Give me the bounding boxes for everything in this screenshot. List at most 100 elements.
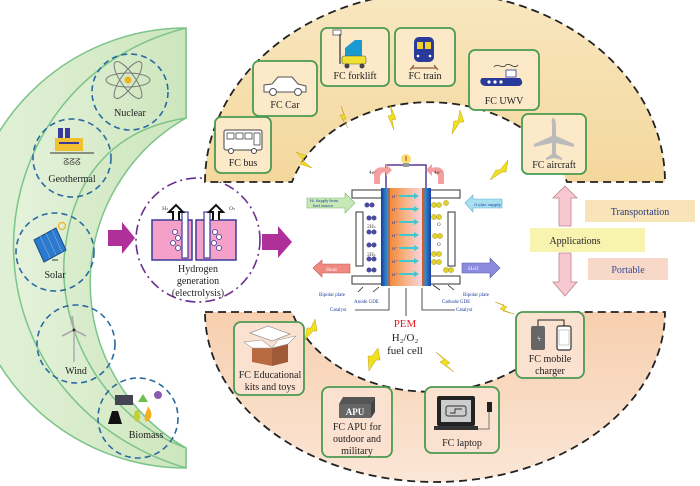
electron-label-right: 4e⁻ — [434, 170, 443, 176]
catalyst-left-label: Catalyst — [330, 308, 347, 313]
electrolysis-unit: H₂ O₂ Hydrogen generation (electrolysis) — [135, 177, 261, 303]
proton-label: H⁺ — [392, 233, 398, 238]
cathode-gde-label: Cathode GDE — [442, 300, 470, 305]
atom-icon — [105, 61, 151, 99]
electron-label-left: 4e⁻ — [369, 170, 378, 176]
app-label: FC APU for — [333, 422, 382, 433]
app-fc-forklift: FC forklift — [320, 27, 390, 87]
app-fc-uwv: FC UWV — [468, 49, 540, 111]
source-label: Biomass — [129, 430, 164, 441]
lightning-icon — [304, 318, 318, 341]
source-biomass: Biomass — [97, 377, 179, 459]
mobile-charger-icon: ϟ — [531, 319, 572, 351]
h2o-arrow — [461, 257, 501, 279]
app-label-line2: kits and toys — [245, 382, 296, 393]
portable-label: Portable — [611, 265, 645, 276]
h2-label: H₂ — [162, 206, 168, 212]
proton-arrow — [399, 206, 419, 212]
transportation-label: Transportation — [611, 207, 670, 218]
lightning-icon — [451, 109, 465, 135]
pem-membrane — [390, 188, 422, 286]
app-fc-apu: APU FC APU for outdoor and military — [321, 386, 393, 458]
cathode-gde — [422, 188, 431, 286]
lightning-icon — [367, 347, 381, 372]
source-geothermal: ᘔᘔᘔ Geothermal — [32, 118, 112, 198]
transportation-label-bg — [585, 200, 695, 222]
box-icon — [243, 325, 297, 366]
laptop-icon — [434, 396, 492, 430]
oxygen-label-2: O — [437, 242, 441, 248]
proton-label: H⁺ — [392, 246, 398, 251]
proton-arrow — [399, 271, 419, 277]
app-fc-bus: FC bus — [214, 116, 272, 174]
electron-arrow-right — [426, 164, 444, 184]
biomass-icon — [108, 391, 162, 424]
arrow-down-portable — [552, 252, 578, 297]
bipolar-plate-left-label: Bipolar plate — [319, 293, 346, 298]
proton-label: H⁺ — [392, 259, 398, 264]
light-bulb-icon — [401, 154, 411, 167]
lightning-icon — [387, 104, 397, 131]
app-label: FC mobile — [529, 354, 572, 365]
proton-arrow — [399, 258, 419, 264]
bus-icon — [223, 129, 263, 154]
solar-panel-icon — [33, 221, 67, 263]
arrow-up-transport — [552, 185, 578, 227]
lightning-icon — [494, 301, 515, 315]
o2-supply-arrow — [464, 194, 503, 213]
pem-title: PEM — [394, 318, 417, 330]
applications-label-bg — [530, 228, 645, 252]
applications-label: Applications — [549, 236, 600, 247]
app-label: FC Car — [270, 100, 300, 111]
proton-arrow — [399, 232, 419, 238]
anode-gde-label: Anode GDE — [354, 300, 379, 305]
lightning-icon — [489, 159, 509, 181]
app-label: FC forklift — [333, 71, 376, 82]
proton-label: H⁺ — [392, 272, 398, 277]
airplane-icon — [534, 118, 574, 160]
h2-molecule-label-2: 2H₂ — [367, 252, 376, 258]
app-label: FC train — [408, 71, 441, 82]
app-label-line2: outdoor and — [333, 434, 381, 445]
svg-text:ᘔᘔᘔ: ᘔᘔᘔ — [63, 158, 81, 168]
proton-arrow — [399, 219, 419, 225]
heat-label: Heat — [326, 267, 337, 273]
apu-badge: APU — [346, 407, 365, 417]
lightning-icon — [435, 351, 455, 373]
source-solar: Solar — [15, 212, 95, 292]
h2-molecule-label: 2H₂ — [367, 224, 376, 230]
app-label: FC bus — [229, 158, 258, 169]
h2-supply-label-2: fuel source — [313, 204, 333, 208]
fuel-cell-subtitle-2: fuel cell — [387, 345, 423, 357]
arrow-to-fuel-cell — [262, 226, 292, 258]
proton-arrow — [399, 193, 419, 199]
app-label-line2: charger — [535, 366, 565, 377]
electrolysis-title-2: generation — [177, 276, 219, 287]
source-label: Geothermal — [48, 174, 95, 185]
app-fc-train: FC train — [394, 27, 456, 87]
svg-text:ϟ: ϟ — [537, 336, 541, 343]
proton-arrow — [399, 245, 419, 251]
lightning-icon — [295, 151, 313, 169]
o2-label: O₂ — [229, 206, 235, 212]
app-label-line3: military — [341, 446, 373, 457]
app-label: FC aircraft — [532, 160, 576, 171]
applications-panel: Transportation Applications Portable — [530, 185, 695, 297]
catalyst-right-label: Catalyst — [456, 308, 473, 313]
app-fc-laptop: FC laptop — [424, 386, 500, 454]
bipolar-plate-right-label: Bipolar plate — [463, 293, 490, 298]
proton-label: H⁺ — [392, 194, 398, 199]
wind-turbine-icon — [61, 315, 87, 362]
train-icon — [409, 37, 439, 71]
electrolysis-title-3: (electrolysis) — [172, 288, 224, 299]
app-label: FC Educational — [239, 370, 302, 381]
source-nuclear: Nuclear — [91, 53, 169, 131]
factory-icon: ᘔᘔᘔ — [50, 128, 94, 168]
app-fc-mobile-charger: ϟ FC mobile charger — [515, 311, 585, 379]
source-wind: Wind — [36, 304, 116, 384]
h2-supply-label: H₂ Supply from — [310, 199, 339, 203]
pem-fuel-cell: 4e⁻ 4e⁻ H⁺H⁺H⁺H⁺H⁺H⁺H⁺ 2H₂ 2H₂ — [306, 154, 503, 357]
proton-arrows: H⁺H⁺H⁺H⁺H⁺H⁺H⁺ — [392, 193, 419, 277]
source-label: Nuclear — [114, 108, 146, 119]
